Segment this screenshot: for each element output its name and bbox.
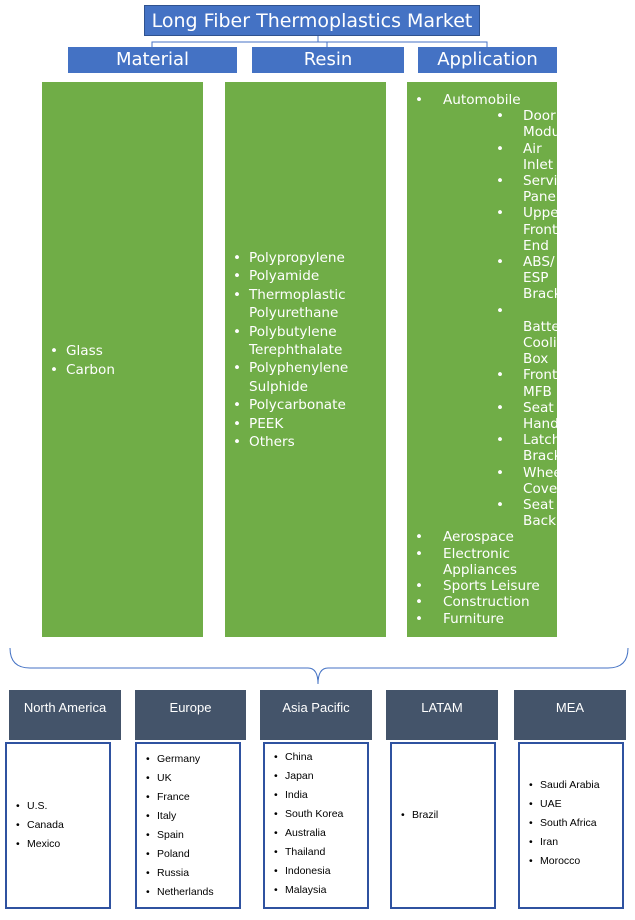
list-item: France [137,788,239,807]
list-item: Wheel Cover [496,465,566,497]
list-item: Polypropylene [225,249,382,268]
list-item: UAE [520,795,622,814]
automobile-label: Automobile [443,92,521,108]
list-item: UK [137,769,239,788]
list-item: Battery Cooling Box [496,303,574,368]
region-asia-pacific: Asia Pacific [260,690,372,740]
country-list: U.S. Canada Mexico [7,797,109,854]
list-item: Russia [137,864,239,883]
list-item: South Korea [265,805,367,824]
list-item: Mexico [7,835,109,854]
resin-list: Polypropylene Polyamide Thermoplastic Po… [225,249,382,452]
list-item-automobile: Automobile Door Module Air Inlet Service… [407,92,575,529]
countries-asia-pacific: China Japan India South Korea Australia … [263,742,369,909]
list-item: Carbon [42,361,203,380]
list-item: Latch Bracket [496,432,575,464]
countries-europe: Germany UK France Italy Spain Poland Rus… [135,742,241,909]
list-item: Thermoplastic Polyurethane [225,286,382,323]
list-item: Electronic Appliances [407,546,555,578]
resin-panel: Polypropylene Polyamide Thermoplastic Po… [225,82,386,637]
list-item: India [265,786,367,805]
list-item: Australia [265,824,367,843]
list-item: Others [225,433,382,452]
list-item: Service Panel [496,173,573,205]
list-item: Germany [137,750,239,769]
list-item: Polyamide [225,267,382,286]
list-item: Malaysia [265,881,367,900]
list-item: Seat Back [496,497,556,529]
list-item: Air Inlet [496,141,555,173]
list-item: Polyphenylene Sulphide [225,359,382,396]
title-connector [151,36,488,47]
automobile-sublist: Door Module Air Inlet Service Panel Uppe… [443,108,575,529]
list-item: PEEK [225,415,382,434]
regions-brace [9,647,629,685]
category-application: Application [418,47,557,73]
list-item: Thailand [265,843,367,862]
country-list: China Japan India South Korea Australia … [265,748,367,900]
countries-latam: Brazil [390,742,496,909]
list-item: Canada [7,816,109,835]
country-list: Brazil [392,806,494,825]
country-list: Saudi Arabia UAE South Africa Iran Moroc… [520,776,622,871]
countries-mea: Saudi Arabia UAE South Africa Iran Moroc… [518,742,624,909]
list-item: China [265,748,367,767]
country-list: Germany UK France Italy Spain Poland Rus… [137,750,239,902]
list-item: Construction [407,594,555,610]
list-item: Front MFB [496,367,557,399]
region-europe: Europe [135,690,246,740]
list-item: U.S. [7,797,109,816]
list-item: Sports Leisure [407,578,555,594]
list-item: Poland [137,845,239,864]
region-north-america: North America [9,690,121,740]
list-item: Polybutylene Terephthalate [225,323,382,360]
region-mea: MEA [514,690,626,740]
application-panel: Automobile Door Module Air Inlet Service… [407,82,575,637]
list-item: Brazil [392,806,494,825]
category-material: Material [68,47,237,73]
list-item: Door Module [496,108,572,140]
list-item: Japan [265,767,367,786]
list-item: Iran [520,833,622,852]
region-latam: LATAM [386,690,498,740]
list-item: Upper Front End [496,205,564,254]
material-list: Glass Carbon [42,342,203,380]
material-panel: Glass Carbon [42,82,203,637]
list-item: Seat Handle [496,400,571,432]
application-list: Automobile Door Module Air Inlet Service… [407,92,575,627]
page-title: Long Fiber Thermoplastics Market [144,5,480,36]
list-item: Spain [137,826,239,845]
countries-north-america: U.S. Canada Mexico [5,742,111,909]
list-item: Glass [42,342,203,361]
list-item: ABS/ ESP Bracket [496,254,575,303]
list-item: Indonesia [265,862,367,881]
list-item: Netherlands [137,883,239,902]
list-item: Furniture [407,611,555,627]
list-item: South Africa [520,814,622,833]
list-item: Polycarbonate [225,396,382,415]
list-item: Italy [137,807,239,826]
list-item: Saudi Arabia [520,776,622,795]
list-item: Aerospace [407,529,555,545]
category-resin: Resin [252,47,404,73]
list-item: Morocco [520,852,622,871]
